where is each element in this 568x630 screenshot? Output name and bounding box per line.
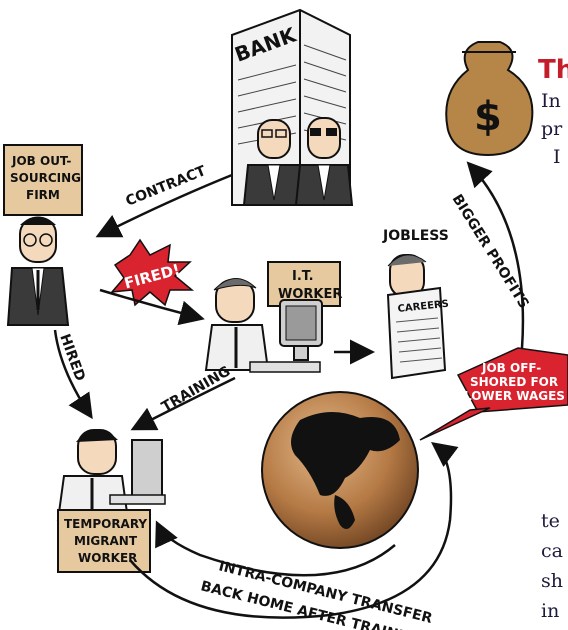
body-fragment-7: in bbox=[541, 600, 560, 622]
dollar-sign: $ bbox=[474, 94, 502, 140]
contract-arrow bbox=[95, 173, 233, 238]
bigger-profits-arrow bbox=[466, 161, 525, 349]
offshored-line-3: LOWER WAGES bbox=[464, 389, 565, 403]
body-fragment-2: pr bbox=[541, 118, 563, 140]
money-bag-icon: $ bbox=[445, 41, 534, 157]
svg-text:TEMPORARY MIGRANT: TEMPORARY MIGRANT WORKER bbox=[64, 517, 151, 565]
body-fragment-6: sh bbox=[541, 570, 563, 592]
outsourcing-line-2: SOURCING bbox=[10, 171, 81, 185]
fired-burst: FIRED! bbox=[110, 238, 195, 307]
it-worker bbox=[204, 278, 323, 373]
it-worker-line-2: WORKER bbox=[278, 287, 342, 302]
careers-label: CAREERS bbox=[397, 299, 449, 315]
body-fragment-3: I bbox=[553, 146, 561, 168]
body-fragment-4: te bbox=[541, 510, 560, 532]
intra-company-transfer-arrow bbox=[155, 520, 396, 577]
article-title-fragment: Th bbox=[538, 55, 568, 85]
temporary-migrant-worker bbox=[56, 429, 166, 521]
back-home-arrow bbox=[129, 441, 459, 619]
fired-arrow bbox=[99, 288, 205, 326]
it-worker-sign: I.T. WORKER bbox=[267, 261, 342, 307]
offshored-sign: JOB OFF- SHORED FOR LOWER WAGES bbox=[419, 347, 568, 441]
it-worker-line-1: I.T. bbox=[292, 269, 314, 284]
hired-arrow bbox=[53, 329, 93, 420]
jobless-man: CAREERS bbox=[386, 254, 449, 380]
temp-line-2: MIGRANT bbox=[74, 534, 138, 548]
temp-line-1: TEMPORARY bbox=[64, 517, 147, 531]
jobless-label: JOBLESS bbox=[382, 228, 449, 244]
outsourcing-man bbox=[6, 216, 70, 326]
outsourcing-line-3: FIRM bbox=[26, 188, 60, 202]
outsourcing-line-1: JOB OUT- bbox=[11, 154, 71, 168]
training-arrow bbox=[130, 376, 236, 431]
offshored-line-1: JOB OFF- bbox=[481, 361, 541, 375]
body-fragment-1: In bbox=[541, 90, 561, 112]
svg-text:JOB OFF- SHORED FOR: JOB OFF- SHORED FOR LOWER WAGES bbox=[464, 361, 565, 403]
temporary-worker-sign: TEMPORARY MIGRANT WORKER bbox=[57, 509, 151, 573]
temp-line-3: WORKER bbox=[78, 551, 137, 565]
bank-building: BANK bbox=[231, 8, 354, 206]
banker-left bbox=[242, 119, 306, 206]
svg-text:I.T. WORKER: I.T. WORKER bbox=[278, 269, 342, 302]
banker-right bbox=[294, 117, 354, 206]
svg-text:JOB OUT- SOURCING: JOB OUT- SOURCING FIRM bbox=[10, 154, 85, 202]
training-label: TRAINING bbox=[159, 363, 233, 415]
body-fragment-5: ca bbox=[541, 540, 563, 562]
outsourcing-firm-sign: JOB OUT- SOURCING FIRM bbox=[3, 144, 85, 216]
globe bbox=[261, 391, 419, 549]
bigger-profits-label: BIGGER PROFITS bbox=[449, 192, 532, 312]
offshored-line-2: SHORED FOR bbox=[470, 375, 558, 389]
